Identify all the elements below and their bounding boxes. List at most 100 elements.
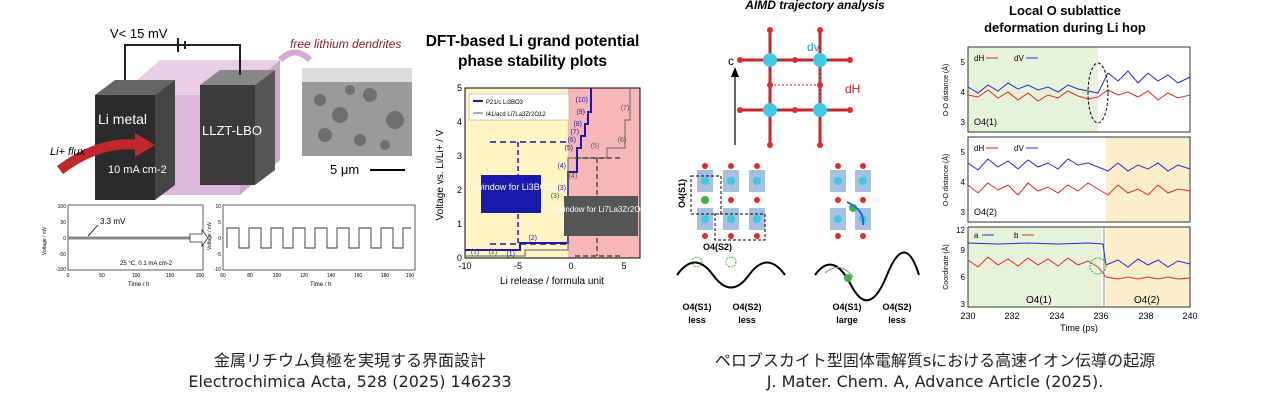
svg-text:234: 234 <box>1049 311 1064 321</box>
svg-text:-10: -10 <box>458 261 471 271</box>
svg-text:Ewindow for Li3BO3: Ewindow for Li3BO3 <box>470 182 552 192</box>
left-caption-title: 金属リチウム負極を実現する界面設計 <box>213 351 486 370</box>
svg-text:-5: -5 <box>217 252 222 258</box>
svg-text:c: c <box>728 54 734 68</box>
svg-text:Time (ps): Time (ps) <box>1060 323 1098 333</box>
svg-text:0: 0 <box>67 273 70 279</box>
svg-text:O4(S1): O4(S1) <box>677 179 687 208</box>
svg-text:3: 3 <box>457 151 462 161</box>
svg-text:P21/c Li3BO3: P21/c Li3BO3 <box>486 100 524 106</box>
svg-text:100: 100 <box>273 273 282 279</box>
svg-text:240: 240 <box>1182 311 1197 321</box>
svg-text:(7): (7) <box>621 105 630 112</box>
svg-text:0: 0 <box>218 236 221 242</box>
dft-stability-plot: Ewindow for Li3BO3 Ewindow for Li7La3Zr2… <box>435 83 650 287</box>
svg-text:dV: dV <box>1014 144 1024 153</box>
svg-text:less: less <box>888 315 906 325</box>
svg-text:O4(2): O4(2) <box>974 207 997 217</box>
svg-text:4: 4 <box>457 117 462 127</box>
svg-text:60: 60 <box>220 273 226 279</box>
svg-text:1: 1 <box>457 219 462 229</box>
cycling-plot-left: 3.3 mV 25 °C, 0.1 mA cm-2 Voltage / mV T… <box>42 204 209 288</box>
svg-text:50: 50 <box>99 273 105 279</box>
svg-text:5: 5 <box>961 58 966 67</box>
svg-text:(2): (2) <box>489 249 498 256</box>
svg-text:-10: -10 <box>214 267 221 273</box>
svg-text:232: 232 <box>1004 311 1019 321</box>
left-caption: 金属リチウム負極を実現する界面設計 Electrochimica Acta, 5… <box>60 350 640 392</box>
svg-text:dv: dv <box>807 40 820 54</box>
svg-text:238: 238 <box>1138 311 1153 321</box>
svg-text:-5: -5 <box>514 261 522 271</box>
right-caption: ペロブスカイト型固体電解質sにおける高速イオン伝導の起源 J. Mater. C… <box>650 350 1220 392</box>
svg-text:Li release / formula unit: Li release / formula unit <box>500 276 604 287</box>
svg-text:-50: -50 <box>59 252 66 258</box>
svg-text:0: 0 <box>568 261 573 271</box>
svg-text:Voltage vs. Li/Li+ / V: Voltage vs. Li/Li+ / V <box>435 129 446 220</box>
svg-text:-100: -100 <box>56 267 66 273</box>
aimd-title: AIMD trajectory analysis <box>745 0 885 12</box>
svg-text:dV: dV <box>1014 54 1024 63</box>
svg-text:(4): (4) <box>557 163 566 170</box>
svg-text:3.3 mV: 3.3 mV <box>100 217 126 226</box>
svg-text:0: 0 <box>63 236 66 242</box>
svg-text:100: 100 <box>132 273 141 279</box>
svg-text:O4(S2): O4(S2) <box>732 302 761 312</box>
svg-text:O4(1): O4(1) <box>974 117 997 127</box>
svg-text:4: 4 <box>961 178 966 187</box>
svg-text:less: less <box>738 315 756 325</box>
llzt-block <box>200 85 255 185</box>
svg-text:(8): (8) <box>573 121 582 128</box>
svg-text:(5): (5) <box>591 143 600 150</box>
local-title: Local O sublattice deformation during Li… <box>984 3 1146 35</box>
svg-text:160: 160 <box>354 273 363 279</box>
voltage-label: V< 15 mV <box>110 26 168 41</box>
local-deformation-plots: dH dV O4(1) 5 4 3 O-O distance (Å) dH dV… <box>941 46 1198 333</box>
svg-text:3: 3 <box>961 208 966 217</box>
svg-text:180: 180 <box>381 273 390 279</box>
svg-text:Coordinate (Å): Coordinate (Å) <box>941 244 950 290</box>
svg-text:(10): (10) <box>576 97 588 104</box>
svg-text:12: 12 <box>956 226 965 235</box>
svg-text:100: 100 <box>58 204 67 210</box>
aimd-lattice: c dv dH <box>728 27 860 148</box>
svg-text:Time / h: Time / h <box>128 282 149 288</box>
right-caption-title: ペロブスカイト型固体電解質sにおける高速イオン伝導の起源 <box>714 351 1156 370</box>
svg-text:25 °C, 0.1 mA cm-2: 25 °C, 0.1 mA cm-2 <box>120 261 173 267</box>
svg-text:less: less <box>688 315 706 325</box>
svg-text:a: a <box>974 231 979 240</box>
svg-text:O-O distance (Å): O-O distance (Å) <box>941 154 950 207</box>
svg-text:dH: dH <box>974 54 984 63</box>
llzt-label: LLZT-LBO <box>202 123 262 138</box>
svg-text:O4(1): O4(1) <box>1026 295 1052 306</box>
circuit-wire <box>124 44 241 80</box>
flux-arrow <box>57 139 141 175</box>
svg-text:5: 5 <box>621 261 626 271</box>
svg-text:O-O distance (Å): O-O distance (Å) <box>941 64 950 117</box>
svg-text:(7): (7) <box>570 129 579 136</box>
svg-text:200: 200 <box>196 273 205 279</box>
li-metal-label: Li metal <box>98 111 147 127</box>
svg-text:dH: dH <box>974 144 984 153</box>
svg-text:Ewindow for Li7La3Zr2O12: Ewindow for Li7La3Zr2O12 <box>553 205 650 214</box>
svg-text:10: 10 <box>215 204 221 210</box>
svg-text:(9): (9) <box>576 109 585 116</box>
svg-text:dH: dH <box>845 82 860 96</box>
svg-text:190: 190 <box>406 273 415 279</box>
svg-text:5: 5 <box>457 83 462 93</box>
svg-text:120: 120 <box>300 273 309 279</box>
svg-text:large: large <box>836 315 858 325</box>
svg-text:(6): (6) <box>618 137 627 144</box>
aimd-polyhedra: O4(S1) O4(S2) O4(S1) O4(S2) less less O4… <box>676 163 920 325</box>
svg-text:3: 3 <box>961 118 966 127</box>
svg-text:(6): (6) <box>567 137 576 144</box>
li-metal-top <box>95 80 175 95</box>
svg-text:6: 6 <box>961 273 966 282</box>
svg-text:Voltage / mV: Voltage / mV <box>42 226 48 255</box>
left-caption-citation: Electrochimica Acta, 528 (2025) 146233 <box>188 372 512 391</box>
svg-text:80: 80 <box>247 273 253 279</box>
svg-text:3: 3 <box>961 300 966 309</box>
scale-label: 5 μm <box>330 162 359 177</box>
svg-text:O4(S1): O4(S1) <box>682 302 711 312</box>
svg-text:(5): (5) <box>564 145 573 152</box>
